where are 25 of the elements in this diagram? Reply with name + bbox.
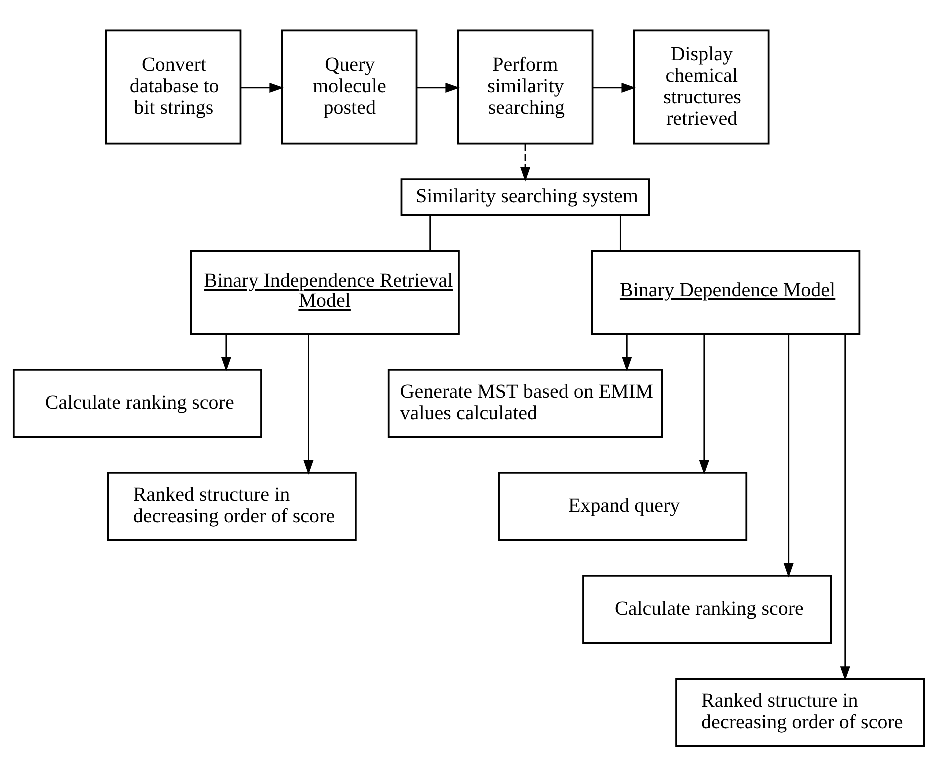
connector	[430, 215, 432, 252]
node-box: Calculate ranking score	[12, 368, 262, 438]
node-box: Binary Dependence Model	[591, 250, 861, 336]
arrow	[417, 82, 460, 93]
node-box: Similarity searching system	[400, 178, 650, 216]
node-box: Generate MST based on EMIM values calculated	[388, 368, 664, 438]
arrow	[304, 334, 314, 475]
node-box: Binary Independence Retrieval Model	[190, 250, 460, 336]
node-box: Convert database to bit strings	[105, 30, 242, 145]
arrow	[699, 334, 710, 475]
arrow	[221, 334, 232, 372]
arrow	[593, 82, 636, 93]
arrow	[784, 334, 794, 578]
arrow	[840, 334, 850, 681]
arrow	[241, 82, 284, 93]
node-box: Ranked structure in decreasing order of score	[676, 678, 926, 748]
node-box: Expand query	[498, 472, 748, 542]
arrow	[622, 334, 632, 372]
node-box: Calculate ranking score	[582, 575, 832, 644]
arrow	[520, 144, 531, 182]
node-box: Display chemical structures retrieved	[633, 30, 770, 145]
connector	[620, 215, 622, 252]
node-box: Perform similarity searching	[457, 30, 594, 145]
node-box: Query molecule posted	[281, 30, 418, 145]
node-box: Ranked structure in decreasing order of score	[107, 472, 357, 542]
